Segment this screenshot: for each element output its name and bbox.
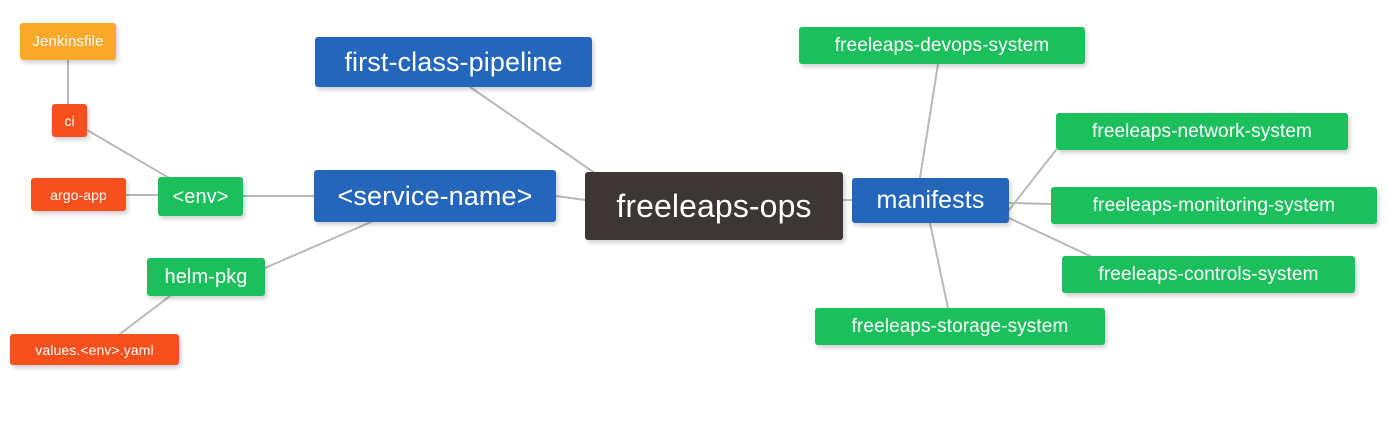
node-label-freeleaps-controls-system: freeleaps-controls-system — [1098, 264, 1319, 285]
edge-manifests-to-freeleaps-monitoring-system — [1008, 202, 1052, 205]
edge-manifests-to-freeleaps-devops-system — [919, 63, 939, 179]
node-freeleaps-ops[interactable]: freeleaps-ops — [585, 172, 843, 240]
node-label-first-class-pipeline: first-class-pipeline — [344, 46, 563, 77]
node-manifests[interactable]: manifests — [852, 178, 1009, 223]
node-label-jenkinsfile: Jenkinsfile — [32, 33, 104, 50]
edge-manifests-to-freeleaps-storage-system — [929, 222, 949, 309]
node-service-name[interactable]: <service-name> — [314, 170, 556, 222]
node-ci[interactable]: ci — [52, 104, 87, 137]
node-label-freeleaps-network-system: freeleaps-network-system — [1092, 121, 1312, 142]
node-label-ci: ci — [64, 112, 75, 129]
node-freeleaps-devops-system[interactable]: freeleaps-devops-system — [799, 27, 1085, 64]
node-label-freeleaps-ops: freeleaps-ops — [616, 188, 812, 224]
edge-helm-pkg-to-values-env-yaml — [119, 295, 171, 335]
node-label-freeleaps-devops-system: freeleaps-devops-system — [834, 35, 1050, 56]
node-label-manifests: manifests — [876, 186, 985, 214]
node-first-class-pipeline[interactable]: first-class-pipeline — [315, 37, 592, 87]
edge-service-name-to-helm-pkg — [264, 221, 372, 269]
node-label-freeleaps-monitoring-system: freeleaps-monitoring-system — [1092, 195, 1336, 216]
node-label-env: <env> — [172, 185, 229, 208]
node-label-helm-pkg: helm-pkg — [164, 266, 248, 288]
node-env[interactable]: <env> — [158, 177, 243, 216]
node-freeleaps-controls-system[interactable]: freeleaps-controls-system — [1062, 256, 1355, 293]
node-freeleaps-storage-system[interactable]: freeleaps-storage-system — [815, 308, 1105, 345]
edge-first-class-pipeline-to-freeleaps-ops — [469, 86, 606, 181]
node-freeleaps-monitoring-system[interactable]: freeleaps-monitoring-system — [1051, 187, 1377, 224]
node-helm-pkg[interactable]: helm-pkg — [147, 258, 265, 296]
node-argo-app[interactable]: argo-app — [31, 178, 126, 211]
node-freeleaps-network-system[interactable]: freeleaps-network-system — [1056, 113, 1348, 150]
node-label-values-env-yaml: values.<env>.yaml — [35, 341, 154, 358]
node-label-freeleaps-storage-system: freeleaps-storage-system — [851, 316, 1069, 337]
edge-service-name-to-freeleaps-ops — [555, 195, 586, 201]
node-values-env-yaml[interactable]: values.<env>.yaml — [10, 334, 179, 365]
node-jenkinsfile[interactable]: Jenkinsfile — [20, 23, 116, 60]
node-label-service-name: <service-name> — [337, 180, 533, 211]
node-label-argo-app: argo-app — [50, 186, 107, 203]
edge-manifests-to-freeleaps-network-system — [1008, 149, 1057, 211]
